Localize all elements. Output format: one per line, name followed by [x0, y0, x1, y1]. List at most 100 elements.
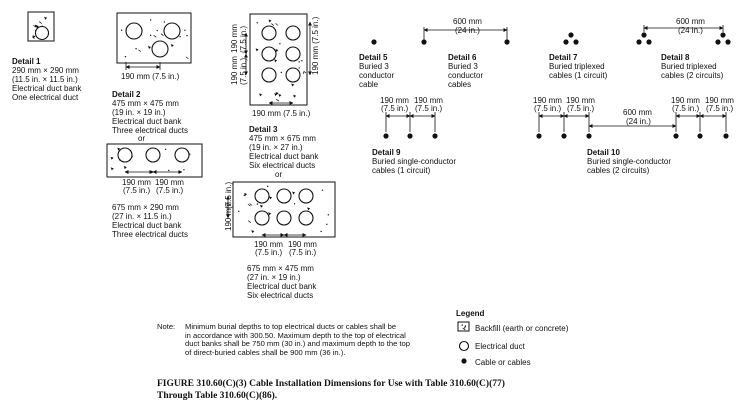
detail-2-alt-line: Three electrical ducts [112, 230, 189, 239]
note-line: in accordance with 300.50. Maximum depth… [185, 330, 406, 340]
detail-3-hdim: 190 mm (7.5 in.) [252, 109, 311, 118]
detail-9-dim: 190 mm [414, 96, 443, 105]
backfill-speck [31, 36, 35, 39]
backfill-speck [179, 36, 181, 38]
detail-3-vdim: (7.5 in.) [239, 25, 248, 53]
backfill-speck [153, 35, 157, 38]
detail-10-dim: (7.5 in.) [672, 104, 700, 113]
detail-10-dim: 190 mm [705, 96, 734, 105]
backfill-speck [34, 24, 38, 28]
backfill-speck [326, 223, 328, 226]
backfill-speck [274, 93, 278, 97]
cable-dot [697, 133, 703, 139]
detail-2-alt-line: (27 in. × 11.5 in.) [112, 212, 172, 221]
detail-10-dim: 190 mm [533, 96, 562, 105]
backfill-speck [138, 49, 142, 53]
cable-dot [646, 39, 652, 45]
backfill-speck [271, 23, 275, 26]
detail-10-dim: (7.5 in.) [567, 104, 595, 113]
backfill-speck [307, 207, 311, 211]
detail-6-title: Detail 6 [448, 53, 477, 62]
cable-dot [432, 133, 438, 139]
backfill-speck [256, 203, 259, 205]
backfill-speck [293, 203, 296, 205]
duct-circle [163, 22, 181, 40]
detail-3-vdim: 190 mm [230, 56, 239, 85]
detail-2-dim: 190 mm (7.5 in.) [121, 72, 180, 81]
duct-circle [151, 40, 169, 58]
duct-circle [276, 188, 292, 204]
detail-7-title: Detail 7 [549, 53, 578, 62]
detail-9-line: Buried single-conductor [372, 157, 457, 166]
backfill-speck [464, 325, 467, 327]
cable-dot [673, 133, 679, 139]
backfill-speck [274, 59, 278, 63]
cable-dot [641, 32, 647, 38]
backfill-speck [275, 23, 279, 26]
note-label: Note: [157, 322, 176, 331]
backfill-speck [110, 167, 114, 171]
backfill-speck [243, 194, 245, 197]
backfill-speck [267, 185, 269, 188]
detail-3-line: 475 mm × 675 mm [249, 134, 316, 143]
backfill-speck [275, 49, 279, 53]
note-line: of direct-buried cables shall be 900 mm … [185, 347, 346, 357]
detail-2-alt-dim: (7.5 in.) [156, 186, 184, 195]
cable-dot [573, 39, 579, 45]
detail-3-duct-bank [249, 13, 308, 106]
detail-3-alt-line: 675 mm × 475 mm [247, 264, 314, 273]
detail-2-or: or [138, 134, 146, 143]
detail-3-or: or [275, 170, 283, 179]
backfill-speck [278, 94, 282, 98]
legend-duct-label: Electrical duct [475, 342, 525, 351]
detail-2-title: Detail 2 [112, 90, 141, 99]
duct-circle [261, 67, 277, 83]
cable-dot [536, 133, 542, 139]
detail-2-line: Three electrical ducts [112, 126, 189, 135]
cable-dot [586, 133, 592, 139]
backfill-speck [298, 61, 300, 63]
backfill-speck [280, 71, 283, 74]
detail-3-alt-hdim: 190 mm [288, 240, 317, 249]
backfill-speck [160, 33, 164, 36]
backfill-speck [164, 148, 167, 151]
backfill-speck [168, 169, 170, 172]
detail-7-line: Buried triplexed [549, 62, 605, 71]
detail-8-line: Buried triplexed [661, 62, 717, 71]
detail-3-alt-line: (27 in. × 19 in.) [247, 273, 301, 282]
backfill-speck [461, 324, 463, 326]
detail-1-line: One electrical duct [12, 93, 79, 102]
duct-circle [125, 22, 143, 40]
detail-2-duct-bank [116, 12, 192, 64]
detail-2-alt-dim: (7.5 in.) [123, 186, 151, 195]
detail-3-alt-hdim: 190 mm [254, 240, 283, 249]
cable-dot [720, 32, 726, 38]
duct-circle [276, 210, 292, 226]
backfill-speck [293, 94, 297, 98]
backfill-speck [110, 156, 114, 160]
backfill-speck [149, 19, 152, 21]
backfill-speck [163, 21, 166, 23]
detail-2-alt-line: 675 mm × 290 mm [112, 203, 179, 212]
duct-circle [285, 67, 301, 83]
detail-9-dim: (7.5 in.) [381, 104, 409, 113]
backfill-speck [303, 70, 307, 74]
cable-dot [715, 39, 721, 45]
backfill-speck [186, 34, 188, 37]
backfill-speck [268, 19, 272, 23]
duct-circle [298, 210, 314, 226]
detail-8-line: cables (2 circuits) [661, 71, 724, 80]
backfill-speck [247, 203, 251, 207]
backfill-speck [464, 327, 466, 329]
backfill-speck [38, 21, 42, 24]
duct-circle [261, 25, 277, 41]
detail-5-line: conductor [359, 71, 395, 80]
backfill-speck [321, 189, 324, 191]
detail-10-title: Detail 10 [587, 148, 620, 157]
backfill-speck [268, 212, 272, 216]
backfill-speck [292, 191, 296, 195]
backfill-speck [123, 166, 127, 170]
detail-9-dim: 190 mm [380, 96, 409, 105]
legend-backfill-swatch [457, 321, 470, 332]
detail-1-duct-bank [27, 11, 55, 42]
